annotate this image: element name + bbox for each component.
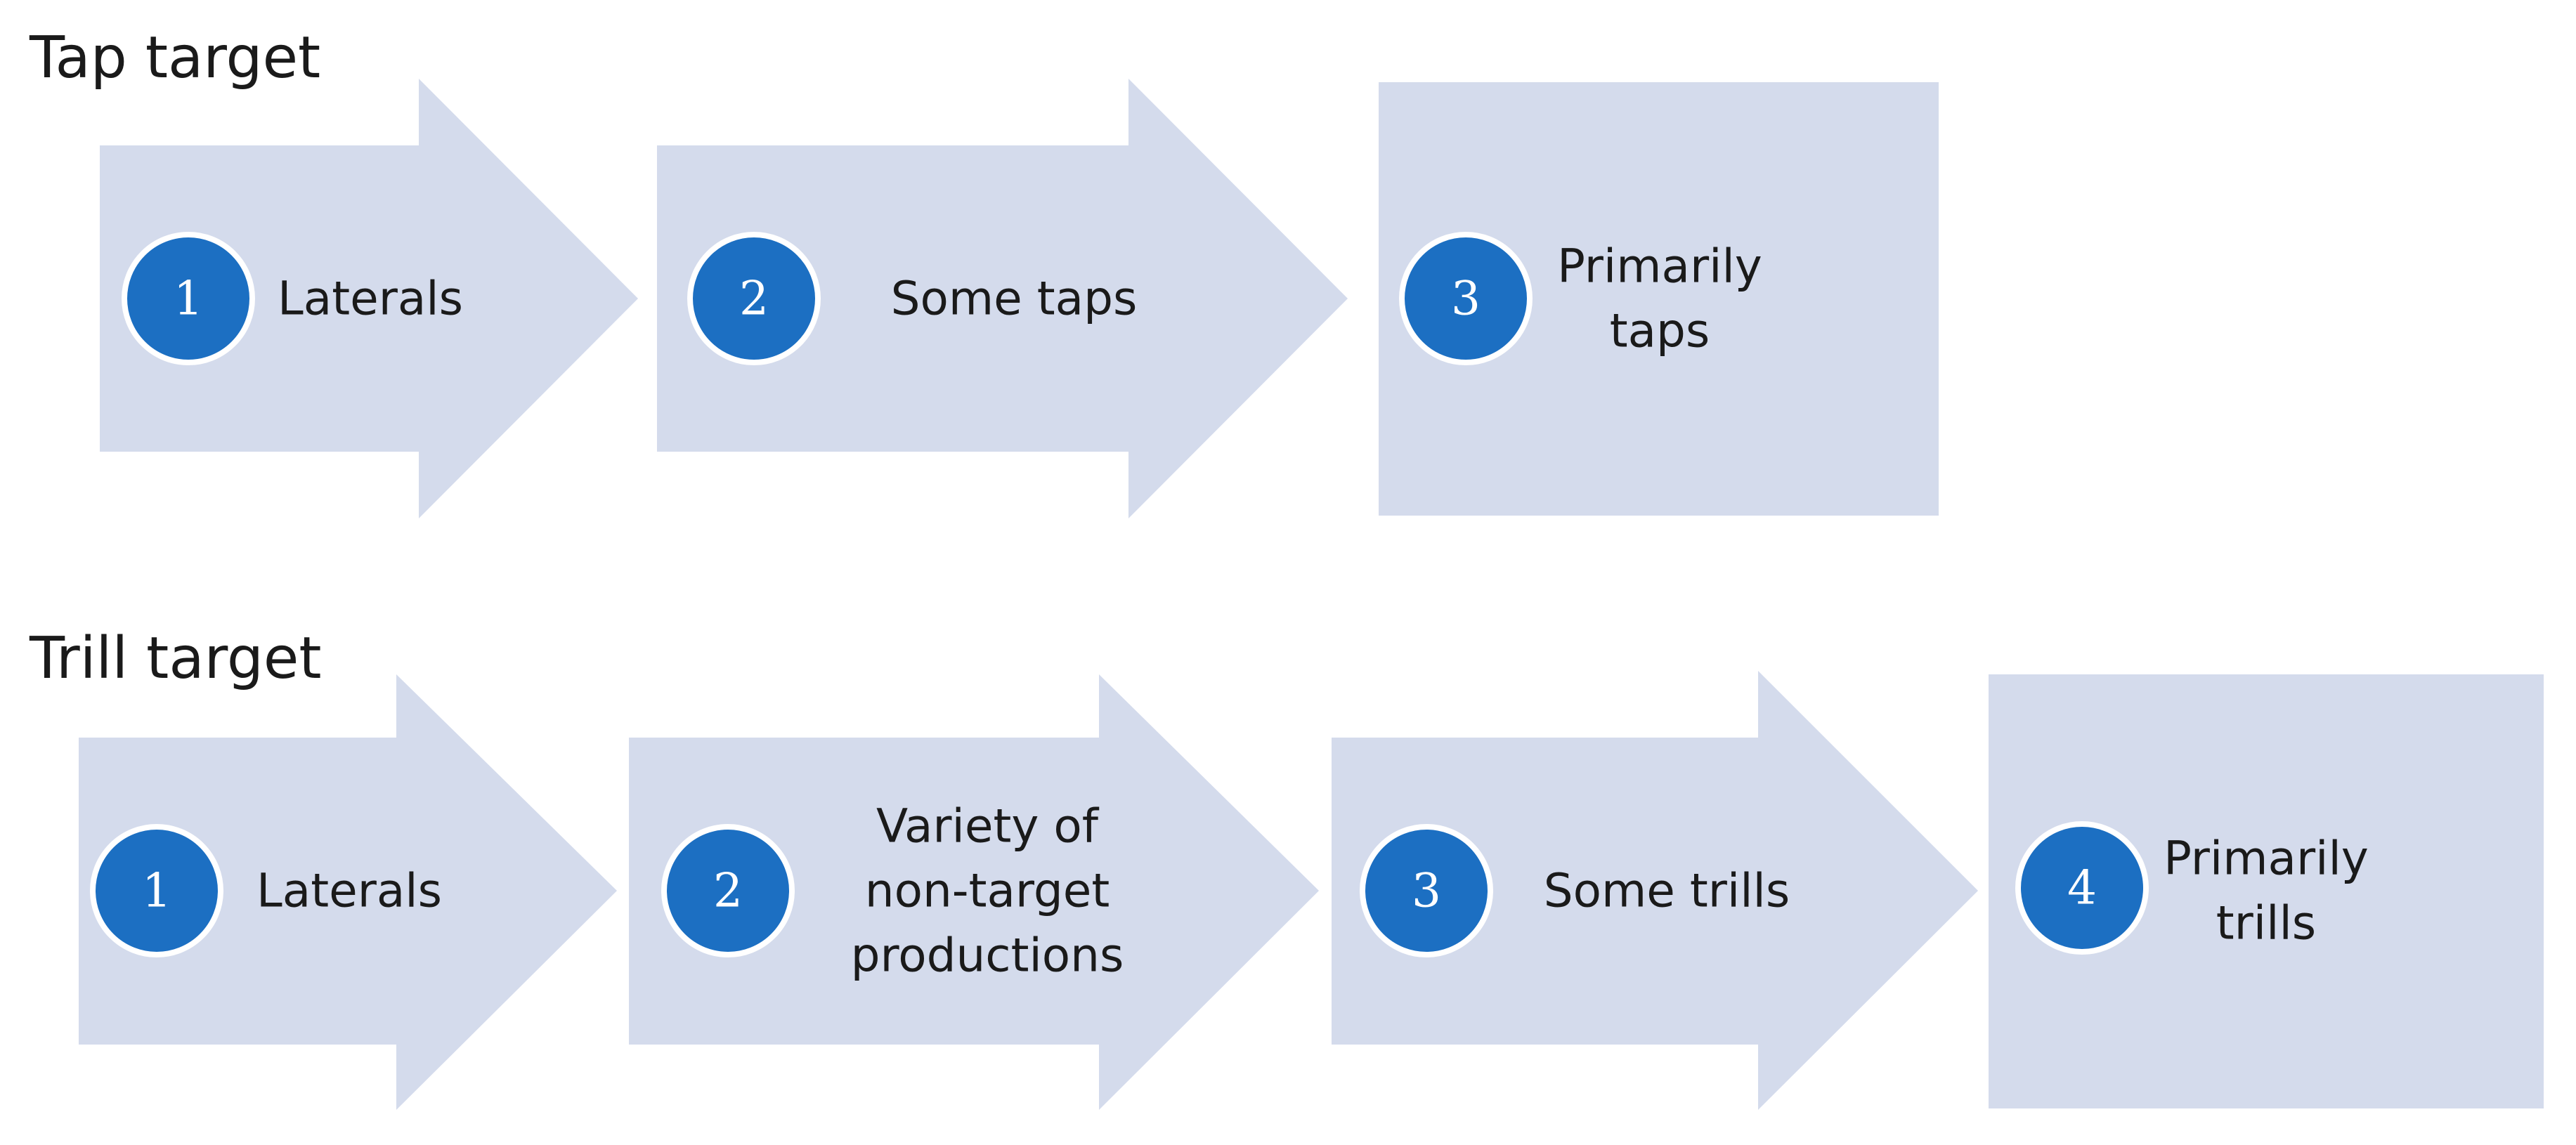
step-label: Primarily taps bbox=[1557, 240, 1762, 358]
trill-target-heading: Trill target bbox=[29, 625, 322, 692]
step-label: Laterals bbox=[278, 272, 463, 326]
trill-step-2: 2 Variety of non-target productions bbox=[629, 674, 1319, 1110]
step-number-circle bbox=[90, 824, 223, 957]
step-number-circle bbox=[661, 824, 795, 957]
step-number-circle bbox=[122, 232, 255, 365]
step-number: 2 bbox=[713, 864, 743, 918]
arrow-shape bbox=[1332, 671, 1978, 1110]
step-number-circle bbox=[2015, 821, 2149, 955]
step-label-line: taps bbox=[1610, 304, 1710, 358]
tap-step-2: 2 Some taps bbox=[657, 79, 1348, 518]
step-number: 3 bbox=[1412, 864, 1441, 918]
trill-target-row: Trill target 1 Laterals 2 Variety of non-… bbox=[29, 625, 2544, 1110]
step-label-line: non-target bbox=[865, 864, 1110, 918]
tap-step-1: 1 Laterals bbox=[100, 79, 638, 518]
tap-step-3: 3 Primarily taps bbox=[1379, 82, 1939, 516]
trill-step-1: 1 Laterals bbox=[79, 674, 617, 1110]
step-label: Some trills bbox=[1544, 864, 1790, 918]
step-number-circle bbox=[1399, 232, 1533, 365]
step-number-circle bbox=[1360, 824, 1493, 957]
trill-step-3: 3 Some trills bbox=[1332, 671, 1978, 1110]
step-label-line: Variety of bbox=[876, 799, 1100, 853]
arrow-shape bbox=[100, 79, 638, 518]
step-label: Variety of non-target productions bbox=[851, 799, 1124, 983]
step-label-line: Laterals bbox=[278, 272, 463, 326]
tap-target-heading: Tap target bbox=[29, 25, 320, 91]
step-label: Laterals bbox=[256, 864, 442, 918]
trill-step-4: 4 Primarily trills bbox=[1989, 674, 2544, 1108]
tap-target-row: Tap target 1 Laterals 2 Some taps 3 Prim… bbox=[29, 25, 1939, 518]
step-label-line: Primarily bbox=[2164, 832, 2369, 886]
step-label-line: Laterals bbox=[256, 864, 442, 918]
arrow-shape bbox=[79, 674, 617, 1110]
step-label-line: Some trills bbox=[1544, 864, 1790, 918]
step-label-line: productions bbox=[851, 929, 1124, 983]
step-label-line: Some taps bbox=[891, 272, 1138, 326]
step-label: Primarily trills bbox=[2164, 832, 2369, 950]
step-label-line: trills bbox=[2216, 896, 2316, 950]
step-number: 1 bbox=[142, 864, 171, 918]
step-number: 1 bbox=[174, 272, 203, 326]
step-number: 2 bbox=[739, 272, 769, 326]
step-number: 4 bbox=[2067, 861, 2097, 915]
step-label: Some taps bbox=[891, 272, 1138, 326]
step-number: 3 bbox=[1451, 272, 1481, 326]
step-label-line: Primarily bbox=[1557, 240, 1762, 294]
arrow-shape bbox=[629, 674, 1319, 1110]
step-number-circle bbox=[687, 232, 821, 365]
arrow-shape bbox=[657, 79, 1348, 518]
